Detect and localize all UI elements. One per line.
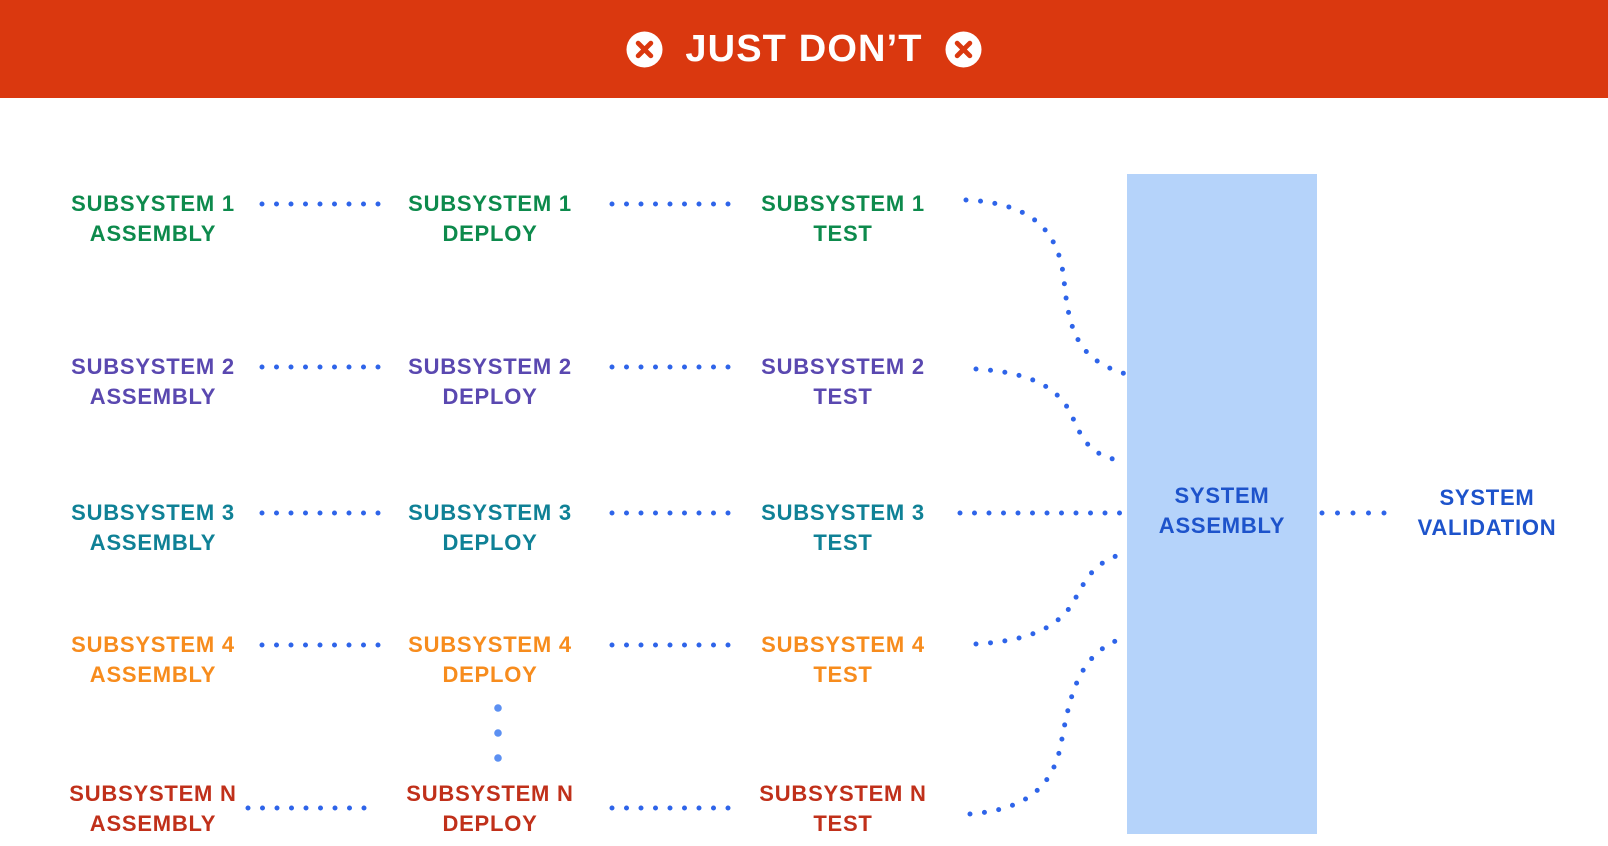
subsystem-n-assembly-label: SUBSYSTEM N ASSEMBLY <box>69 779 236 839</box>
label-line: SUBSYSTEM N <box>759 781 927 806</box>
label-line: ASSEMBLY <box>1158 513 1286 538</box>
label-line: SUBSYSTEM 3 <box>408 500 572 525</box>
curve-r1-test-to-assembly <box>963 197 1129 377</box>
subsystem-1-test-label: SUBSYSTEM 1 TEST <box>761 189 925 249</box>
label-line: DEPLOY <box>442 221 538 246</box>
ellipsis-dot <box>494 729 502 737</box>
label-line: TEST <box>813 384 873 409</box>
curve-r2-test-to-assembly <box>973 366 1129 465</box>
label-line: SUBSYSTEM 2 <box>761 354 925 379</box>
subsystem-3-deploy-label: SUBSYSTEM 3 DEPLOY <box>408 498 572 558</box>
system-assembly-box <box>1127 174 1317 834</box>
curve-r4-test-to-assembly <box>973 550 1129 647</box>
x-circle-icon <box>945 30 982 68</box>
label-line: SUBSYSTEM 4 <box>71 632 235 657</box>
label-line: ASSEMBLY <box>89 662 217 687</box>
label-line: VALIDATION <box>1417 515 1557 540</box>
label-line: SUBSYSTEM 4 <box>408 632 572 657</box>
label-line: TEST <box>813 662 873 687</box>
subsystem-4-assembly-label: SUBSYSTEM 4 ASSEMBLY <box>71 630 235 690</box>
system-validation-label: SYSTEM VALIDATION <box>1418 483 1557 543</box>
label-line: DEPLOY <box>442 811 538 836</box>
subsystem-2-deploy-label: SUBSYSTEM 2 DEPLOY <box>408 352 572 412</box>
label-line: SUBSYSTEM 1 <box>408 191 572 216</box>
subsystem-1-deploy-label: SUBSYSTEM 1 DEPLOY <box>408 189 572 249</box>
label-line: DEPLOY <box>442 530 538 555</box>
label-line: SYSTEM <box>1439 485 1535 510</box>
label-line: SUBSYSTEM 3 <box>71 500 235 525</box>
label-line: TEST <box>813 530 873 555</box>
label-line: DEPLOY <box>442 662 538 687</box>
subsystem-1-assembly-label: SUBSYSTEM 1 ASSEMBLY <box>71 189 235 249</box>
x-circle-icon <box>626 30 663 68</box>
label-line: SUBSYSTEM 3 <box>761 500 925 525</box>
label-line: ASSEMBLY <box>89 221 217 246</box>
subsystem-2-assembly-label: SUBSYSTEM 2 ASSEMBLY <box>71 352 235 412</box>
label-line: TEST <box>813 811 873 836</box>
ellipsis-dot <box>494 754 502 762</box>
system-assembly-label: SYSTEM ASSEMBLY <box>1159 481 1285 541</box>
subsystem-3-assembly-label: SUBSYSTEM 3 ASSEMBLY <box>71 498 235 558</box>
label-line: ASSEMBLY <box>89 384 217 409</box>
label-line: SUBSYSTEM 4 <box>761 632 925 657</box>
ellipsis-dot <box>494 704 502 712</box>
banner-title: JUST DON’T <box>685 27 923 70</box>
label-line: SUBSYSTEM 1 <box>761 191 925 216</box>
label-line: SYSTEM <box>1174 483 1270 508</box>
label-line: SUBSYSTEM 2 <box>408 354 572 379</box>
subsystem-4-test-label: SUBSYSTEM 4 TEST <box>761 630 925 690</box>
label-line: ASSEMBLY <box>89 811 217 836</box>
label-line: SUBSYSTEM N <box>69 781 237 806</box>
label-line: DEPLOY <box>442 384 538 409</box>
label-line: SUBSYSTEM N <box>406 781 574 806</box>
subsystem-n-test-label: SUBSYSTEM N TEST <box>759 779 926 839</box>
subsystem-n-deploy-label: SUBSYSTEM N DEPLOY <box>406 779 573 839</box>
label-line: SUBSYSTEM 2 <box>71 354 235 379</box>
label-line: TEST <box>813 221 873 246</box>
banner: JUST DON’T <box>0 0 1608 98</box>
subsystem-4-deploy-label: SUBSYSTEM 4 DEPLOY <box>408 630 572 690</box>
subsystem-2-test-label: SUBSYSTEM 2 TEST <box>761 352 925 412</box>
label-line: SUBSYSTEM 1 <box>71 191 235 216</box>
subsystem-3-test-label: SUBSYSTEM 3 TEST <box>761 498 925 558</box>
curve-rn-test-to-assembly <box>967 634 1129 817</box>
label-line: ASSEMBLY <box>89 530 217 555</box>
